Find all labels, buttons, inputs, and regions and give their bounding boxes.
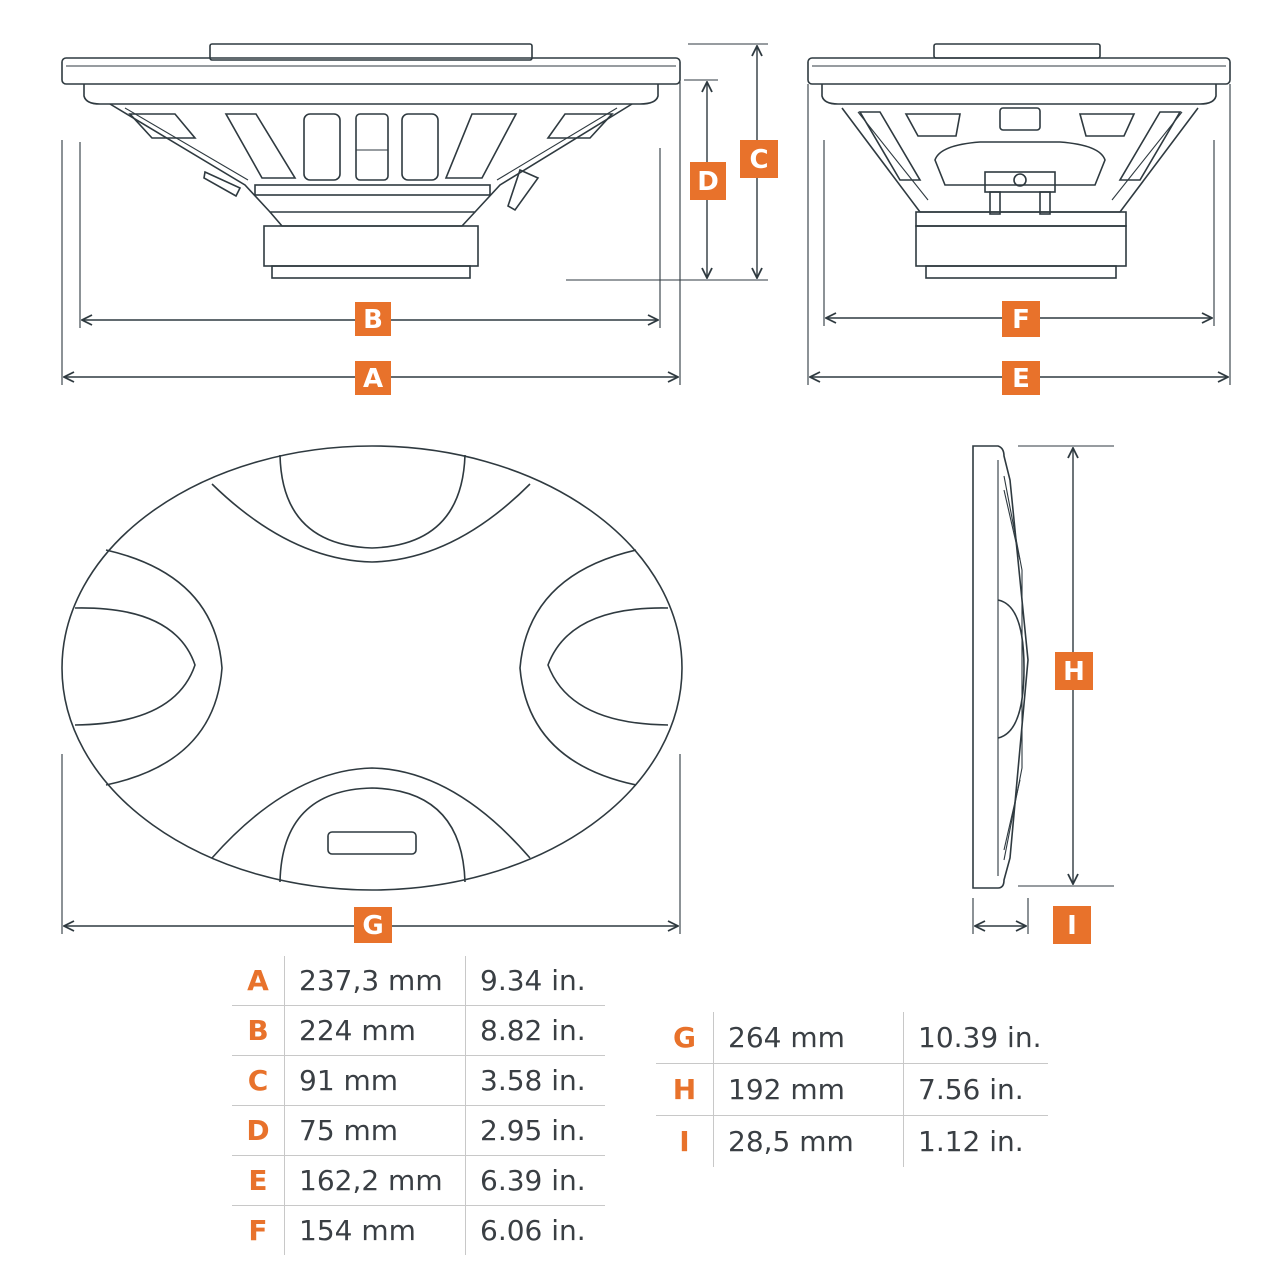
dimension-inches: 1.12 in. — [903, 1115, 1048, 1167]
dimension-key: G — [673, 1021, 696, 1054]
dimension-inches: 7.56 in. — [903, 1063, 1048, 1116]
table-row: D 75 mm 2.95 in. — [232, 1105, 605, 1156]
dimension-mm: 192 mm — [713, 1063, 904, 1116]
dimensions-table-left: A 237,3 mm 9.34 in. B 224 mm 8.82 in. C … — [232, 956, 605, 1255]
badge-h-label: H — [1063, 657, 1085, 687]
dimension-mm: 28,5 mm — [713, 1115, 904, 1167]
table-row: A 237,3 mm 9.34 in. — [232, 956, 605, 1006]
table-row: F 154 mm 6.06 in. — [232, 1205, 605, 1255]
dimension-inches: 2.95 in. — [465, 1105, 605, 1156]
dimension-key: H — [656, 1063, 714, 1116]
dimension-key: F — [232, 1205, 285, 1255]
dimension-inches: 3.58 in. — [465, 1055, 605, 1106]
dimension-mm: 91 mm — [284, 1055, 466, 1106]
dimension-mm: 224 mm — [284, 1005, 466, 1056]
badge-a: A — [355, 361, 391, 395]
table-row: B 224 mm 8.82 in. — [232, 1005, 605, 1056]
badge-g: G — [354, 907, 392, 943]
dimension-key: D — [232, 1105, 285, 1156]
badge-b: B — [355, 302, 391, 336]
table-row: H 192 mm 7.56 in. — [656, 1063, 1048, 1116]
dimension-key: C — [232, 1055, 285, 1106]
badge-d: D — [690, 162, 726, 200]
badge-h: H — [1055, 652, 1093, 690]
dimension-f — [823, 140, 1215, 326]
side-view-short — [807, 43, 1231, 279]
profile-view-grille — [972, 445, 1029, 889]
badge-i-label: I — [1067, 911, 1077, 941]
table-row: E 162,2 mm 6.39 in. — [232, 1155, 605, 1206]
badge-b-label: B — [363, 305, 383, 335]
dimension-inches: 9.34 in. — [465, 956, 605, 1006]
table-row: I 28,5 mm 1.12 in. — [656, 1115, 1048, 1167]
dimension-a — [61, 82, 681, 385]
table-row: G 264 mm 10.39 in. — [656, 1012, 1048, 1064]
badge-d-label: D — [697, 167, 719, 197]
dimension-inches: 10.39 in. — [903, 1012, 1048, 1064]
badge-c-label: C — [749, 145, 768, 175]
dimension-c — [566, 43, 768, 281]
dimension-mm: 264 mm — [713, 1012, 904, 1064]
dimension-b — [79, 142, 661, 328]
dimension-mm: 154 mm — [284, 1205, 466, 1255]
badge-i: I — [1053, 906, 1091, 944]
badge-e: E — [1002, 361, 1040, 395]
dimension-key: A — [247, 964, 269, 997]
dimension-mm: 75 mm — [284, 1105, 466, 1156]
dimension-i — [972, 898, 1029, 934]
dimension-key: E — [232, 1155, 285, 1206]
badge-c: C — [740, 140, 778, 178]
dimension-key: B — [232, 1005, 285, 1056]
table-row: C 91 mm 3.58 in. — [232, 1055, 605, 1106]
front-view-grille — [61, 445, 683, 891]
dimension-mm: 162,2 mm — [284, 1155, 466, 1206]
dimension-inches: 8.82 in. — [465, 1005, 605, 1056]
dimensions-table-right: G 264 mm 10.39 in. H 192 mm 7.56 in. I 2… — [656, 1012, 1048, 1167]
badge-e-label: E — [1012, 364, 1030, 394]
dimension-inches: 6.06 in. — [465, 1205, 605, 1255]
badge-f-label: F — [1012, 305, 1030, 335]
dimension-key: I — [656, 1115, 714, 1167]
side-view-long — [61, 43, 681, 279]
dimension-mm: 237,3 mm — [284, 956, 466, 1006]
badge-f: F — [1002, 301, 1040, 337]
dimension-inches: 6.39 in. — [465, 1155, 605, 1206]
badge-g-label: G — [362, 911, 383, 941]
badge-a-label: A — [363, 364, 383, 394]
